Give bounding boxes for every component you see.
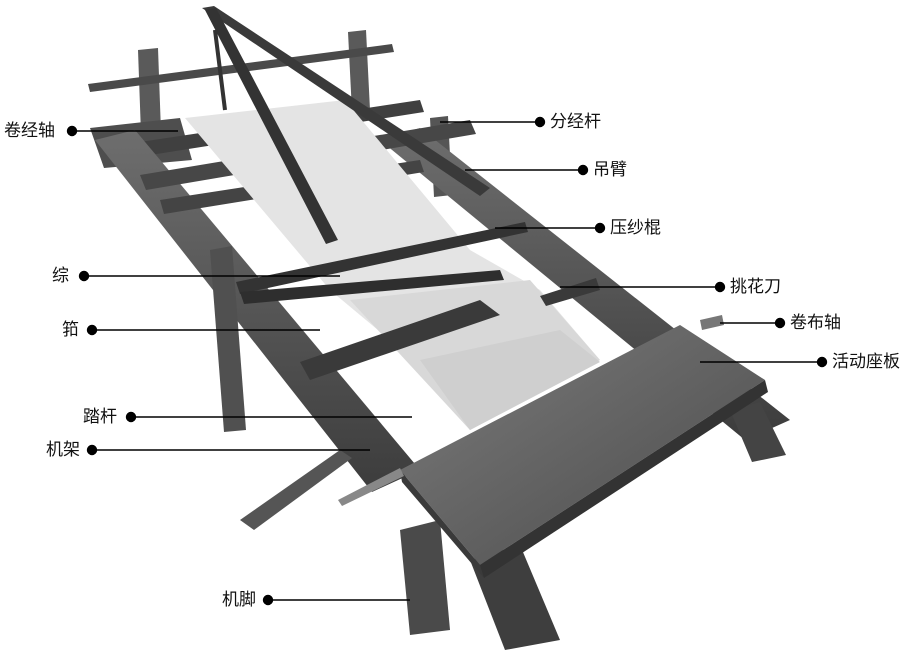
label-diaobi: 吊臂 xyxy=(593,160,627,180)
label-tagan: 踏杆 xyxy=(83,407,117,427)
label-zong: 综 xyxy=(52,266,69,286)
label-kou: 筘 xyxy=(62,320,79,340)
warp-threads xyxy=(185,100,600,430)
movable-seat xyxy=(338,325,768,578)
label-fenjinggan: 分经杆 xyxy=(550,112,601,132)
treadle xyxy=(240,450,352,530)
label-jijia: 机架 xyxy=(46,440,80,460)
loom-legs xyxy=(210,246,786,650)
suspension-arm xyxy=(202,6,490,244)
label-juanbuzhou: 卷布轴 xyxy=(790,313,841,333)
label-juanjingzhou: 卷经轴 xyxy=(4,121,55,141)
label-huodongzuoban: 活动座板 xyxy=(832,352,900,372)
label-yashagun: 压纱棍 xyxy=(610,218,661,238)
label-jijiao: 机脚 xyxy=(222,590,256,610)
label-tiaohuadao: 挑花刀 xyxy=(730,277,781,297)
